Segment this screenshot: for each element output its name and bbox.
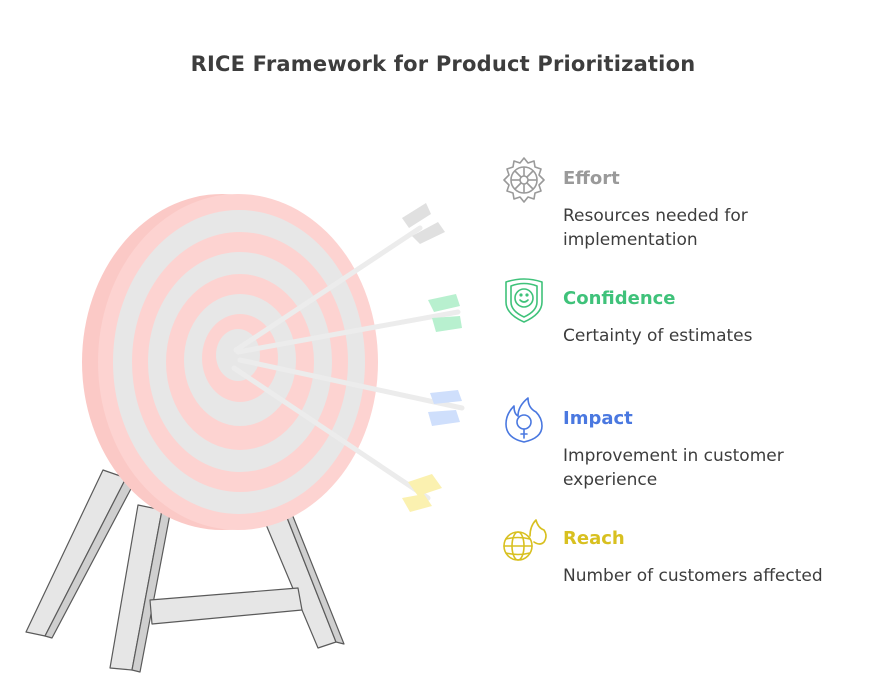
globe-flame-icon [503,519,547,561]
arrows [231,203,465,512]
impact-description: Improvement in customer experience [563,446,784,490]
effort-label: Effort [563,168,620,189]
arrow-reach [231,365,442,512]
target [82,194,378,530]
reach-description: Number of customers affected [563,566,823,586]
arrow-confidence [235,294,462,355]
shield-smile-icon [505,278,543,323]
impact-label: Impact [563,408,633,429]
page-title: RICE Framework for Product Prioritizatio… [190,52,696,76]
effort-description: Resources needed for implementation [563,206,748,250]
reach-label: Reach [563,528,625,549]
flame-lightbulb-icon [505,397,543,443]
confidence-description: Certainty of estimates [563,326,753,346]
gear-icon [503,157,545,203]
confidence-label: Confidence [563,288,676,309]
target-stand [25,469,345,673]
arrow-effort [233,203,445,353]
arrow-impact [237,357,465,426]
